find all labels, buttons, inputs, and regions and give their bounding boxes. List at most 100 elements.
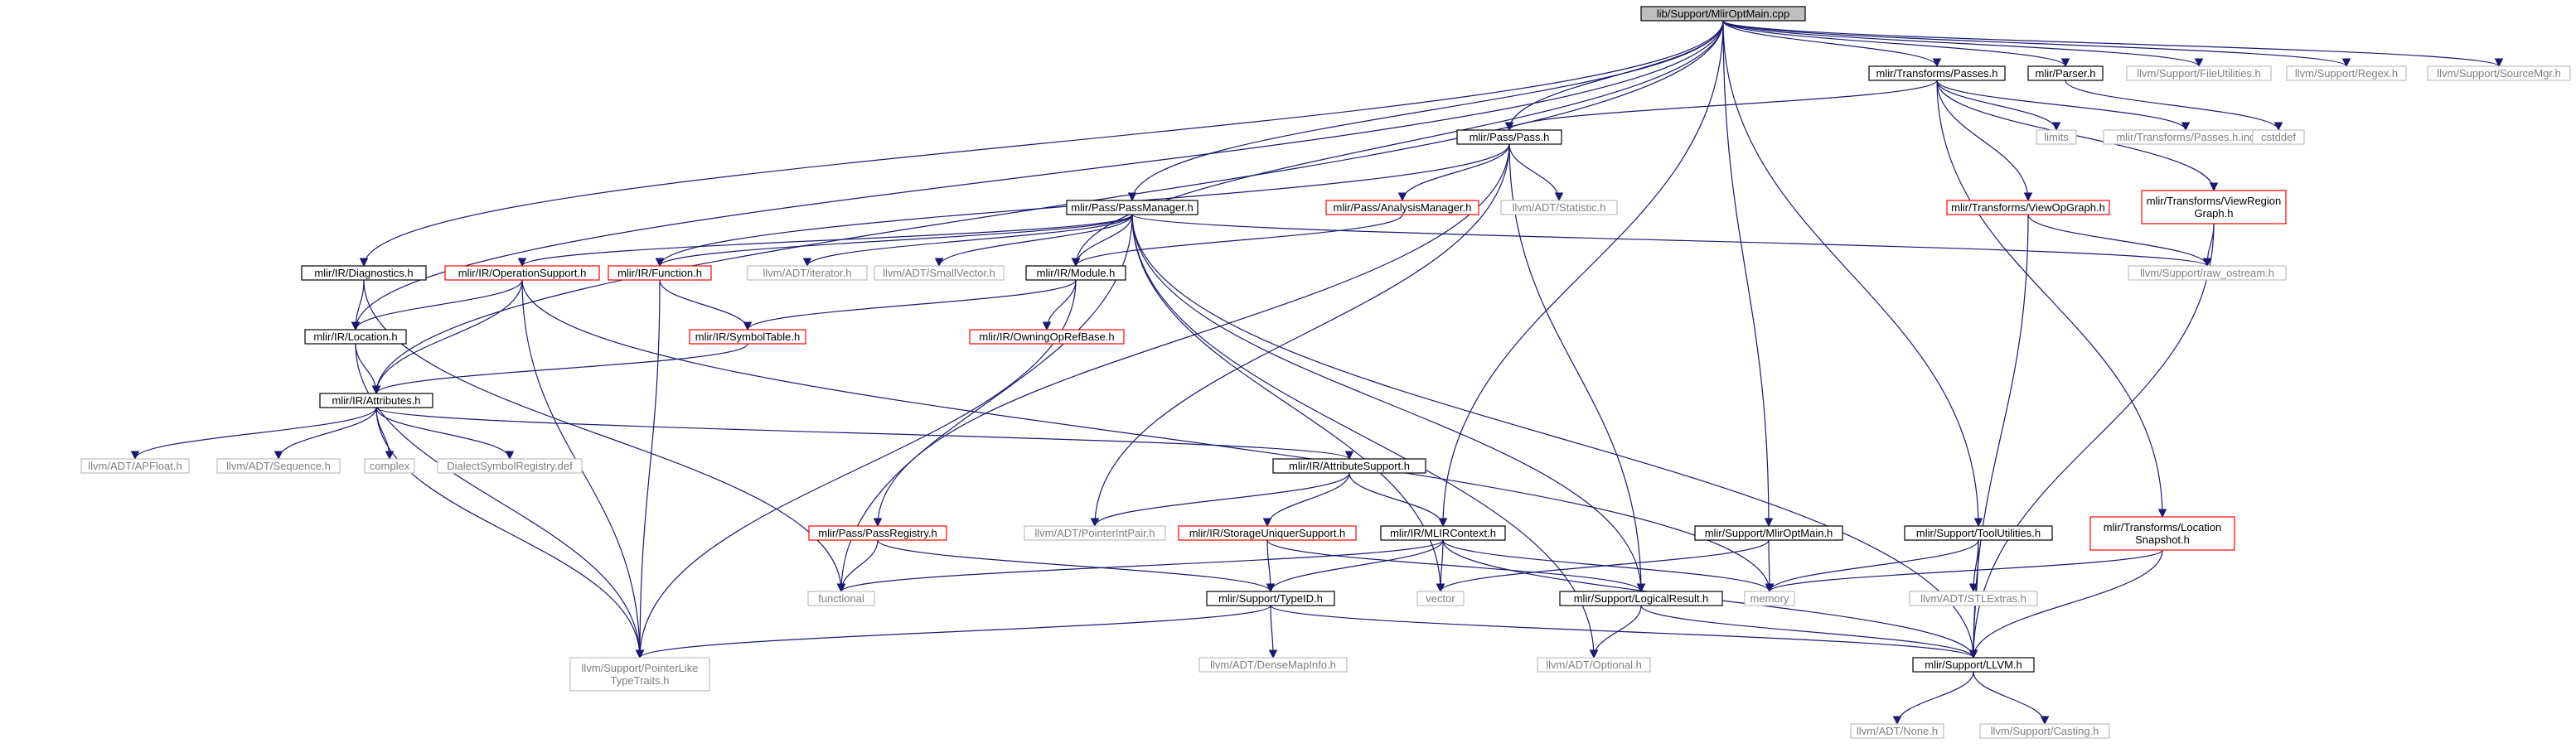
node-statistic[interactable]: llvm/ADT/Statistic.h bbox=[1500, 200, 1618, 215]
edge-passes_h-to-passes_inc bbox=[1936, 80, 2191, 132]
node-box bbox=[747, 265, 868, 281]
node-box bbox=[364, 458, 415, 474]
edge-root-to-passes_h bbox=[1722, 20, 1942, 68]
node-label: Graph.h bbox=[2195, 207, 2234, 220]
edge-llvm_h-to-casting bbox=[1973, 671, 2050, 726]
node-label: llvm/ADT/Sequence.h bbox=[226, 460, 331, 472]
node-diagnostics[interactable]: mlir/IR/Diagnostics.h bbox=[301, 265, 427, 281]
node-srcmgr[interactable]: llvm/Support/SourceMgr.h bbox=[2427, 65, 2571, 81]
node-pointerintpair[interactable]: llvm/ADT/PointerIntPair.h bbox=[1024, 525, 1166, 541]
node-label: llvm/ADT/iterator.h bbox=[763, 267, 852, 279]
node-regex[interactable]: llvm/Support/Regex.h bbox=[2286, 65, 2407, 81]
node-box bbox=[2126, 65, 2272, 81]
node-smallvector[interactable]: llvm/ADT/SmallVector.h bbox=[874, 265, 1005, 281]
node-root[interactable]: lib/Support/MlirOptMain.cpp bbox=[1640, 6, 1806, 22]
node-functional[interactable]: functional bbox=[807, 591, 875, 606]
node-box bbox=[1909, 591, 2038, 606]
node-passes_inc[interactable]: mlir/Transforms/Passes.h.inc bbox=[2103, 129, 2269, 145]
edge-passmgr-to-smallvector bbox=[934, 214, 1133, 268]
node-parser_h[interactable]: mlir/Parser.h bbox=[2027, 65, 2104, 81]
node-fileutil[interactable]: llvm/Support/FileUtilities.h bbox=[2126, 65, 2272, 81]
node-box bbox=[444, 265, 600, 281]
node-label: llvm/ADT/STLExtras.h bbox=[1920, 592, 2026, 605]
node-label: mlir/Transforms/Passes.h.inc bbox=[2116, 131, 2255, 143]
node-symboltable[interactable]: mlir/IR/SymbolTable.h bbox=[689, 329, 806, 345]
node-label: mlir/IR/StorageUniquerSupport.h bbox=[1189, 527, 1346, 539]
node-label: mlir/Pass/Pass.h bbox=[1470, 131, 1550, 143]
node-layer: lib/Support/MlirOptMain.cpp mlir/Transfor… bbox=[80, 6, 2571, 739]
node-llvm_h[interactable]: mlir/Support/LLVM.h bbox=[1912, 657, 2035, 673]
node-attrsupport[interactable]: mlir/IR/AttributeSupport.h bbox=[1272, 458, 1426, 474]
node-label: llvm/ADT/PointerIntPair.h bbox=[1034, 527, 1155, 539]
edge-typeid-to-llvm_h bbox=[1270, 605, 1978, 659]
node-stlextras[interactable]: llvm/ADT/STLExtras.h bbox=[1909, 591, 2038, 606]
node-storageuniquer[interactable]: mlir/IR/StorageUniquerSupport.h bbox=[1178, 525, 1357, 541]
node-box bbox=[1416, 591, 1465, 606]
node-box bbox=[1559, 591, 1723, 606]
node-box bbox=[608, 265, 712, 281]
node-apfloat[interactable]: llvm/ADT/APFloat.h bbox=[80, 458, 190, 474]
node-label: mlir/Transforms/ViewRegion bbox=[2147, 195, 2282, 207]
node-pass_h[interactable]: mlir/Pass/Pass.h bbox=[1456, 129, 1562, 145]
node-label: llvm/ADT/SmallVector.h bbox=[883, 267, 995, 279]
node-toolutil[interactable]: mlir/Support/ToolUtilities.h bbox=[1904, 525, 2053, 541]
edge-function-to-pointerlike bbox=[635, 279, 661, 659]
node-cstddef[interactable]: cstddef bbox=[2252, 129, 2305, 145]
node-densemapinfo[interactable]: llvm/ADT/DenseMapInfo.h bbox=[1198, 657, 1348, 673]
edge-symboltable-to-attributes bbox=[371, 343, 748, 395]
node-rawostream[interactable]: llvm/Support/raw_ostream.h bbox=[2128, 265, 2287, 281]
node-box bbox=[1198, 657, 1348, 673]
node-owningop[interactable]: mlir/IR/OwningOpRefBase.h bbox=[969, 329, 1125, 345]
node-label: mlir/Pass/PassRegistry.h bbox=[818, 527, 937, 539]
node-label: mlir/Transforms/Location bbox=[2104, 521, 2222, 533]
node-attributes[interactable]: mlir/IR/Attributes.h bbox=[319, 393, 433, 408]
node-typeid[interactable]: mlir/Support/TypeID.h bbox=[1206, 591, 1335, 606]
edge-root-to-regex bbox=[1722, 20, 2351, 68]
node-box bbox=[1979, 723, 2110, 739]
edge-storageuniquer-to-typeid bbox=[1266, 539, 1276, 593]
node-optional[interactable]: llvm/ADT/Optional.h bbox=[1537, 657, 1651, 673]
node-function[interactable]: mlir/IR/Function.h bbox=[608, 265, 712, 281]
node-logicalresult[interactable]: mlir/Support/LogicalResult.h bbox=[1559, 591, 1723, 606]
node-label: llvm/ADT/DenseMapInfo.h bbox=[1210, 659, 1336, 671]
node-label: mlir/IR/Location.h bbox=[313, 331, 397, 343]
node-label: mlir/IR/MLIRContext.h bbox=[1390, 527, 1496, 539]
node-viewopgraph[interactable]: mlir/Transforms/ViewOpGraph.h bbox=[1946, 200, 2110, 215]
node-none[interactable]: llvm/ADT/None.h bbox=[1850, 723, 1944, 739]
node-location[interactable]: mlir/IR/Location.h bbox=[304, 329, 407, 345]
node-module[interactable]: mlir/IR/Module.h bbox=[1025, 265, 1126, 281]
node-mliroptmain_h[interactable]: mlir/Support/MlirOptMain.h bbox=[1694, 525, 1843, 541]
node-dialectsym[interactable]: DialectSymbolRegistry.def bbox=[437, 458, 583, 474]
node-complex[interactable]: complex bbox=[364, 458, 415, 474]
node-passregistry[interactable]: mlir/Pass/PassRegistry.h bbox=[808, 525, 947, 541]
node-sequence[interactable]: llvm/ADT/Sequence.h bbox=[216, 458, 341, 474]
node-vector[interactable]: vector bbox=[1416, 591, 1465, 606]
edge-root-to-srcmgr bbox=[1722, 20, 2504, 68]
node-box bbox=[1325, 200, 1479, 215]
node-limits[interactable]: limits bbox=[2036, 129, 2077, 145]
node-iterator[interactable]: llvm/ADT/iterator.h bbox=[747, 265, 868, 281]
node-mlircontext[interactable]: mlir/IR/MLIRContext.h bbox=[1380, 525, 1506, 541]
node-box bbox=[969, 329, 1125, 345]
edge-passregistry-to-typeid bbox=[877, 539, 1276, 593]
node-opsupport[interactable]: mlir/IR/OperationSupport.h bbox=[444, 265, 600, 281]
edge-logicalresult-to-optional bbox=[1589, 605, 1642, 659]
edge-llvm_h-to-none bbox=[1892, 671, 1974, 726]
node-label: mlir/IR/SymbolTable.h bbox=[695, 331, 800, 343]
node-passes_h[interactable]: mlir/Transforms/Passes.h bbox=[1868, 65, 2006, 81]
node-casting[interactable]: llvm/Support/Casting.h bbox=[1979, 723, 2110, 739]
edge-root-to-mliroptmain_h bbox=[1722, 20, 1774, 528]
node-label: llvm/Support/FileUtilities.h bbox=[2137, 67, 2261, 80]
edge-opsupport-to-attributes bbox=[371, 279, 523, 395]
edge-parser_h-to-cstddef bbox=[2065, 80, 2283, 132]
node-analysismgr[interactable]: mlir/Pass/AnalysisManager.h bbox=[1325, 200, 1479, 215]
edge-passmgr-to-function bbox=[655, 214, 1133, 268]
node-box bbox=[1694, 525, 1843, 541]
node-memory[interactable]: memory bbox=[1744, 591, 1795, 606]
node-passmgr[interactable]: mlir/Pass/PassManager.h bbox=[1066, 200, 1198, 215]
edge-passmgr-to-optional bbox=[1131, 214, 1599, 659]
node-label: mlir/Transforms/Passes.h bbox=[1876, 67, 1998, 80]
